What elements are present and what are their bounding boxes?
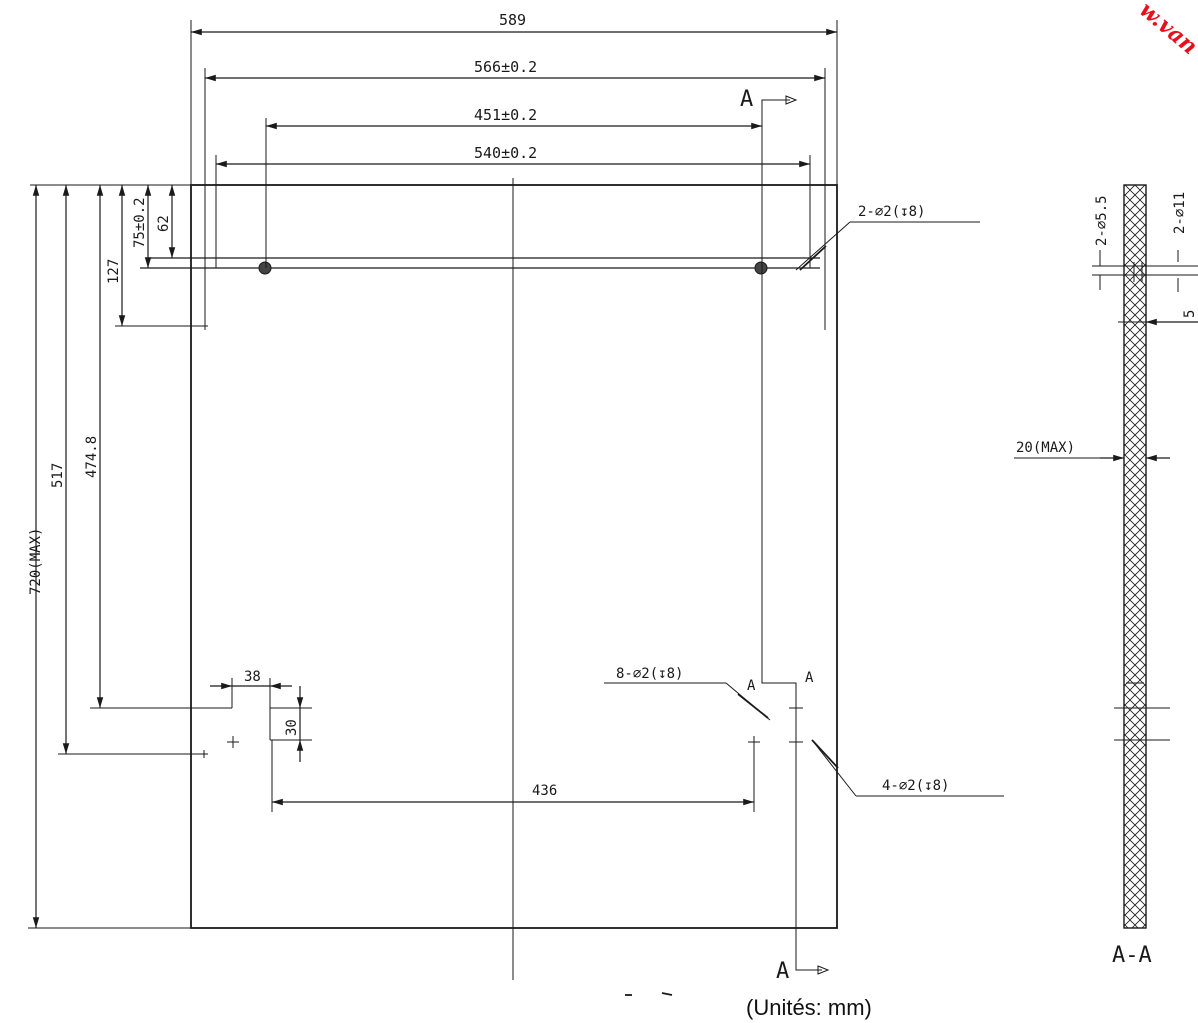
side-thickness-text: 20(MAX) xyxy=(1016,440,1075,456)
mount-hole-right xyxy=(754,261,768,275)
section-mark-top: A xyxy=(740,87,753,112)
dim-451-text: 451±0.2 xyxy=(474,106,537,124)
section-mark-mid-b: A xyxy=(805,670,814,686)
dim-540-text: 540±0.2 xyxy=(474,144,537,162)
dim-38-text: 38 xyxy=(244,669,261,685)
dim-720-text: 720(MAX) xyxy=(28,528,44,595)
panel-outline xyxy=(190,184,838,929)
callout-4-text: 4-∅2(↧8) xyxy=(882,778,949,794)
dim-517-text: 517 xyxy=(50,463,66,488)
section-hatched-body xyxy=(1123,184,1147,929)
callout-8-text: 8-∅2(↧8) xyxy=(616,666,683,682)
watermark-text: w.van xyxy=(1134,0,1198,60)
dim-566-text: 566±0.2 xyxy=(474,58,537,76)
section-mark-bottom: A xyxy=(776,959,789,984)
dim-127-text: 127 xyxy=(106,259,122,284)
dim-474-text: 474.8 xyxy=(84,436,100,478)
callout-top-text: 2-∅2(↧8) xyxy=(858,204,925,220)
mount-hole-left xyxy=(258,261,272,275)
section-view: 2-∅5.5 2-∅11 5 20(MAX) A-A xyxy=(1014,184,1198,968)
side-hole-11-text: 2-∅11 xyxy=(1172,192,1188,234)
dim-75-text: 75±0.2 xyxy=(132,197,148,248)
units-note: (Unités: mm) xyxy=(746,995,872,1020)
dim-589-text: 589 xyxy=(499,11,526,29)
section-mark-mid-a: A xyxy=(747,678,756,694)
side-hole-55-text: 2-∅5.5 xyxy=(1094,195,1110,246)
section-label: A-A xyxy=(1112,943,1152,968)
dim-30-text: 30 xyxy=(284,719,300,736)
side-dim-5-text: 5 xyxy=(1182,310,1198,318)
front-view: 589 566±0.2 451±0.2 540±0.2 A 720(MAX) 5… xyxy=(28,11,1004,996)
lower-left-holes xyxy=(200,736,239,758)
dim-436-text: 436 xyxy=(532,783,557,799)
dim-62-text: 62 xyxy=(156,215,172,232)
